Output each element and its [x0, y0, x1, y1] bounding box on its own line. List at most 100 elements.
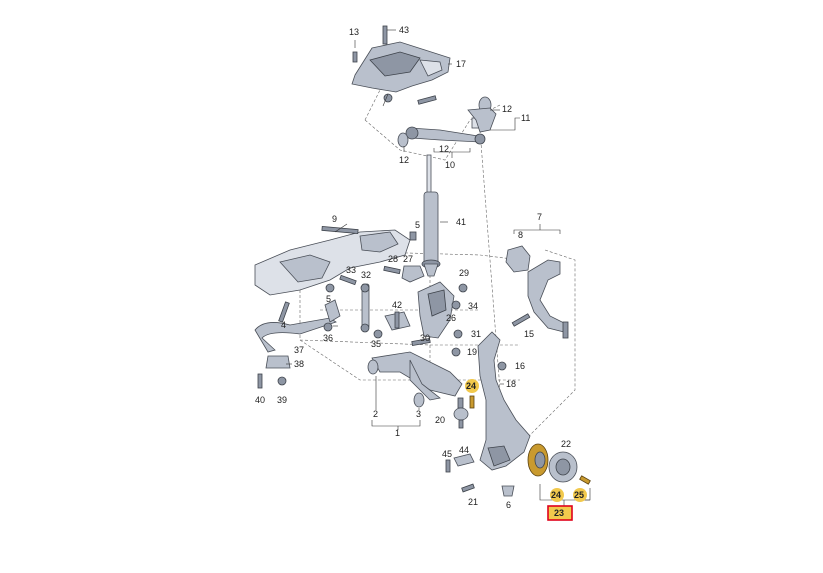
bracket-42 — [384, 311, 411, 331]
callout-34: 34 — [468, 301, 478, 311]
callout-17: 17 — [456, 59, 466, 69]
callout-9: 9 — [332, 214, 337, 224]
callout-28: 28 — [388, 254, 398, 264]
callout-20: 20 — [435, 415, 445, 425]
bolt-40 — [257, 373, 263, 389]
callout-15: 15 — [524, 329, 534, 339]
callout-8: 8 — [518, 230, 523, 240]
callout-3: 3 — [416, 409, 421, 419]
callout-6: 6 — [506, 500, 511, 510]
gold-bolt-24-upper — [469, 395, 475, 409]
callout-12-mid: 12 — [439, 144, 449, 154]
bolt-13 — [352, 40, 358, 63]
badge-24-lower — [550, 488, 564, 502]
bracket-44 — [453, 453, 475, 467]
stabiliser-bar-37 — [254, 299, 341, 353]
callout-45: 45 — [442, 449, 452, 459]
nut-16 — [497, 361, 507, 371]
bolt-28 — [383, 265, 401, 275]
badge-25 — [573, 488, 587, 502]
nut-36 — [323, 322, 333, 332]
callout-12-left: 12 — [399, 155, 409, 165]
stabiliser-bushing-38 — [265, 355, 291, 369]
bracket-27 — [401, 265, 425, 283]
callout-40: 40 — [255, 395, 265, 405]
callout-36: 36 — [323, 333, 333, 343]
callout-31: 31 — [471, 329, 481, 339]
bolt-43 — [382, 25, 396, 45]
rear-lower-arm-7 — [527, 259, 569, 339]
callout-16: 16 — [515, 361, 525, 371]
callout-4: 4 — [281, 320, 286, 330]
gold-bolt-25 — [579, 475, 591, 485]
upper-bolt — [417, 95, 437, 105]
bracket-26 — [417, 281, 455, 339]
callout-29: 29 — [459, 268, 469, 278]
callout-27: 27 — [403, 254, 413, 264]
callout-22: 22 — [561, 439, 571, 449]
callout-5-upper: 5 — [415, 220, 420, 230]
callout-44: 44 — [459, 445, 469, 455]
nut-39 — [277, 376, 287, 386]
bolt-33 — [339, 274, 357, 286]
callout-1: 1 — [395, 428, 400, 438]
callout-41: 41 — [456, 217, 466, 227]
callout-37: 37 — [294, 345, 304, 355]
callout-42: 42 — [392, 300, 402, 310]
lower-control-arm-1 — [371, 351, 463, 401]
subframe — [254, 226, 411, 296]
callout-43: 43 — [399, 25, 409, 35]
plate-6 — [501, 485, 515, 497]
wheel-knuckle-18 — [477, 331, 531, 471]
strut-mount-17 — [351, 41, 451, 107]
callout-18: 18 — [506, 379, 516, 389]
nut-5-left — [325, 283, 335, 293]
callout-2: 2 — [373, 409, 378, 419]
wheel-bearing-23 — [527, 443, 549, 477]
bolt-30 — [411, 338, 431, 346]
nut-19 — [451, 347, 461, 357]
shock-absorber-41 — [421, 154, 441, 277]
nut-35 — [373, 329, 383, 339]
callout-labels: 13 43 17 12 11 12 12 10 41 9 5 7 8 28 27… — [255, 25, 587, 521]
callout-10: 10 — [445, 160, 455, 170]
bushing-8 — [505, 245, 531, 273]
callout-7: 7 — [537, 212, 542, 222]
callout-23-highlighted[interactable]: 23 — [554, 508, 564, 518]
callout-5-left: 5 — [326, 294, 331, 304]
callout-35: 35 — [371, 339, 381, 349]
callout-38: 38 — [294, 359, 304, 369]
upper-control-arm-10 — [405, 117, 486, 145]
callout-24-lower: 24 — [551, 490, 561, 500]
callout-26: 26 — [446, 313, 456, 323]
bolt-21 — [461, 483, 475, 493]
bushing-12-left — [397, 132, 409, 148]
stabiliser-link-32 — [360, 283, 370, 333]
wheel-hub-22 — [548, 451, 578, 483]
callout-13: 13 — [349, 27, 359, 37]
nut-5-upper — [409, 231, 417, 241]
callout-25: 25 — [574, 490, 584, 500]
bushing-2 — [367, 359, 379, 375]
bolt-15 — [511, 313, 531, 327]
nut-34 — [451, 300, 461, 310]
callout-19: 19 — [467, 347, 477, 357]
callout-11: 11 — [521, 113, 530, 123]
callout-24-upper: 24 — [466, 381, 476, 391]
nut-31 — [453, 329, 463, 339]
callout-33: 33 — [346, 265, 356, 275]
bolt-45 — [445, 459, 451, 473]
callout-12-right: 12 — [502, 104, 512, 114]
callout-21: 21 — [468, 497, 478, 507]
ball-joint-20 — [453, 397, 469, 429]
bolt-4 — [278, 301, 290, 323]
nut-29 — [458, 283, 468, 293]
bushing-3 — [413, 392, 425, 408]
callout-32: 32 — [361, 270, 371, 280]
highlighted-callout-box[interactable] — [547, 505, 573, 521]
badge-24-upper — [465, 379, 479, 393]
callout-30: 30 — [420, 333, 430, 343]
callout-39: 39 — [277, 395, 287, 405]
